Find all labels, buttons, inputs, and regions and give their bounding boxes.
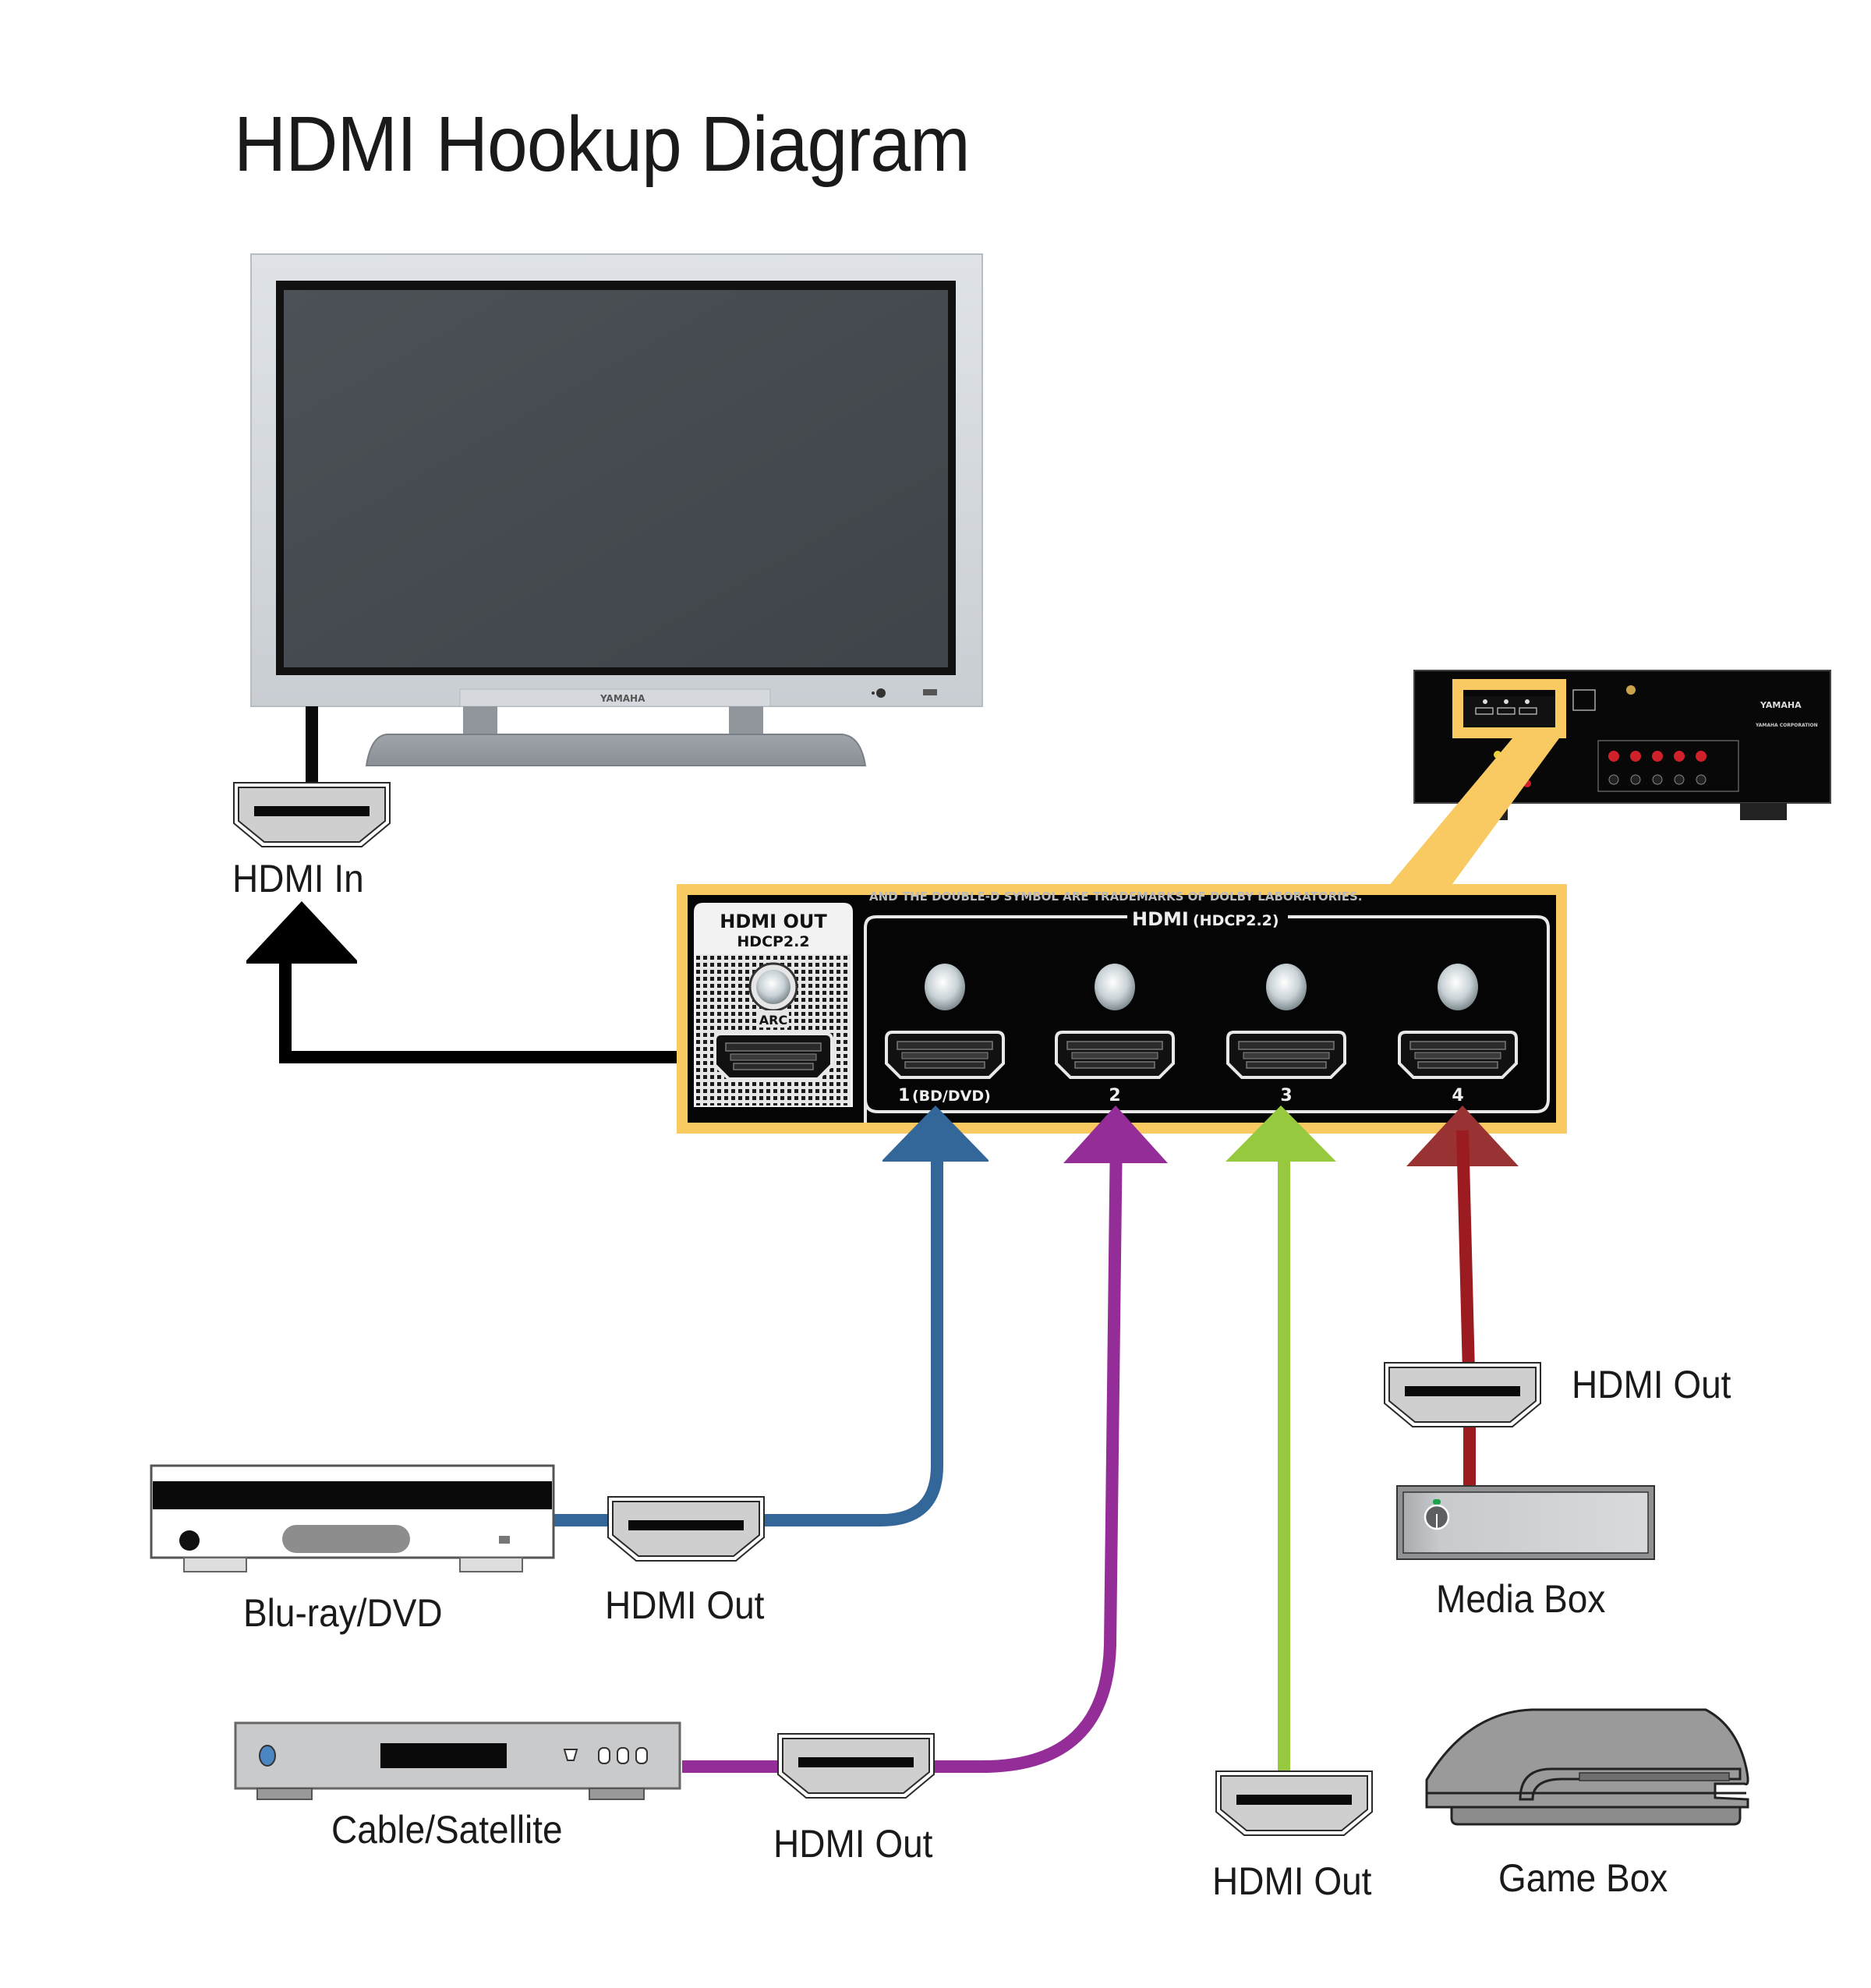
source-port-label-cable-satellite: HDMI Out — [773, 1822, 933, 1866]
tv-indicator — [872, 692, 875, 695]
screw-icon — [1266, 964, 1307, 1010]
hdmi-input-group-title: HDMI — [1132, 908, 1189, 930]
input-number: 2 — [1109, 1086, 1120, 1105]
media-box-led — [1433, 1499, 1441, 1505]
cable-satellite-box — [234, 1721, 681, 1800]
tv-badge-bar — [459, 688, 771, 707]
speaker-terminals — [1597, 740, 1739, 792]
cable-media-box — [1456, 1130, 1475, 1373]
source-port-label-bluray: HDMI Out — [605, 1583, 765, 1627]
game-box — [1425, 1708, 1749, 1826]
source-name-bluray: Blu-ray/DVD — [243, 1591, 443, 1635]
game-box-disc-slot — [1579, 1772, 1730, 1781]
game-box-base — [1450, 1806, 1742, 1826]
bluray-disc-slot — [153, 1481, 552, 1509]
bluray-hdmi-out-plug-icon — [607, 1496, 765, 1562]
cable-cable-satellite — [682, 1130, 1123, 1773]
cable-sat-hdmi-out-plug-icon — [777, 1733, 935, 1799]
bluray-display — [282, 1525, 410, 1553]
bluray-foot — [183, 1557, 247, 1572]
hdmi-in-port-icon — [1398, 1031, 1518, 1079]
tv-output-arrow — [246, 901, 677, 1063]
tv-port-label: HDMI In — [232, 857, 364, 900]
screw-icon — [1438, 964, 1478, 1010]
hdmi-input-2: 2 — [1055, 964, 1175, 1105]
hdmi-input-group-outline — [864, 915, 1550, 1123]
cable-sat-button — [598, 1747, 610, 1764]
wireless-antenna-icon — [1626, 685, 1636, 695]
cable-sat-button — [635, 1747, 648, 1764]
tv-cable — [306, 706, 318, 784]
cable-media-box-stub — [1463, 1427, 1476, 1486]
tv-stand-base — [365, 734, 867, 766]
media-box — [1396, 1485, 1655, 1560]
cable-sat-foot — [589, 1788, 645, 1800]
bluray-player — [150, 1464, 555, 1572]
screw-icon — [1095, 964, 1135, 1010]
tv-output-line — [279, 964, 677, 1063]
bluray-power-button — [179, 1530, 200, 1551]
cable-sat-power-button — [259, 1745, 276, 1767]
hdmi-in-port-icon — [1055, 1031, 1175, 1079]
cable-bluray — [554, 1160, 943, 1526]
receiver-corporation: YAMAHA CORPORATION — [1755, 723, 1818, 728]
hdmi-out-port-icon — [713, 1032, 833, 1081]
receiver-brand: YAMAHA — [1760, 700, 1802, 710]
hdmi-input-group-subtitle: (HDCP2.2) — [1193, 912, 1279, 929]
source-port-label-game-box: HDMI Out — [1212, 1859, 1372, 1903]
input-number: 1 — [898, 1086, 910, 1105]
arrow-head-input-1 — [882, 1105, 989, 1162]
source-name-game-box: Game Box — [1498, 1856, 1668, 1900]
callout-wedge — [1388, 738, 1559, 887]
arrow-head-input-3 — [1226, 1105, 1336, 1162]
hdmi-in-port-icon — [1226, 1031, 1346, 1079]
cable-sat-button — [563, 1749, 578, 1761]
hdmi-in-port-icon — [885, 1031, 1005, 1079]
source-name-media-box: Media Box — [1436, 1577, 1606, 1621]
tv-illustration: YAMAHA — [250, 253, 983, 766]
hdmi-out-title: HDMI OUT — [720, 911, 827, 932]
hdmi-input-4: 4 — [1398, 964, 1518, 1105]
screw-icon — [925, 964, 965, 1010]
media-box-hdmi-out-plug-icon — [1384, 1362, 1541, 1427]
input-number: 4 — [1452, 1086, 1463, 1105]
receiver-hdmi-panel: AND THE DOUBLE-D SYMBOL ARE TRADEMARKS O… — [677, 884, 1567, 1134]
input-note: (BD/DVD) — [912, 1088, 991, 1105]
tv-logo — [923, 689, 937, 695]
hdmi-input-1: 1 (BD/DVD) — [885, 964, 1005, 1105]
bluray-indicator — [499, 1536, 510, 1544]
tv-screen — [284, 290, 948, 667]
tv-hdmi-in-plug-icon — [233, 782, 391, 847]
cable-sat-button — [617, 1747, 629, 1764]
source-name-cable-satellite: Cable/Satellite — [331, 1808, 563, 1852]
cable-sat-foot — [256, 1788, 313, 1800]
receiver-foot-right — [1740, 803, 1787, 820]
game-box-hdmi-out-plug-icon — [1215, 1770, 1373, 1836]
cable-sat-display — [380, 1743, 507, 1768]
source-port-label-media-box: HDMI Out — [1572, 1363, 1731, 1406]
tv-brand: YAMAHA — [599, 693, 645, 704]
game-box-top — [1425, 1708, 1749, 1809]
hdmi-out-subtitle: HDCP2.2 — [737, 933, 809, 950]
page-title: HDMI Hookup Diagram — [234, 101, 971, 188]
network-port-icon — [1572, 689, 1596, 711]
tv-power-button — [876, 688, 886, 698]
receiver-hdmi-highlight — [1452, 679, 1566, 738]
bluray-foot — [459, 1557, 523, 1572]
input-number: 3 — [1280, 1086, 1292, 1105]
arrow-head-tv — [246, 901, 357, 960]
hdmi-input-3: 3 — [1226, 964, 1346, 1105]
screw-icon — [756, 970, 790, 1004]
panel-trademark-text: AND THE DOUBLE-D SYMBOL ARE TRADEMARKS O… — [869, 890, 1363, 904]
arc-label: ARC — [759, 1013, 787, 1028]
